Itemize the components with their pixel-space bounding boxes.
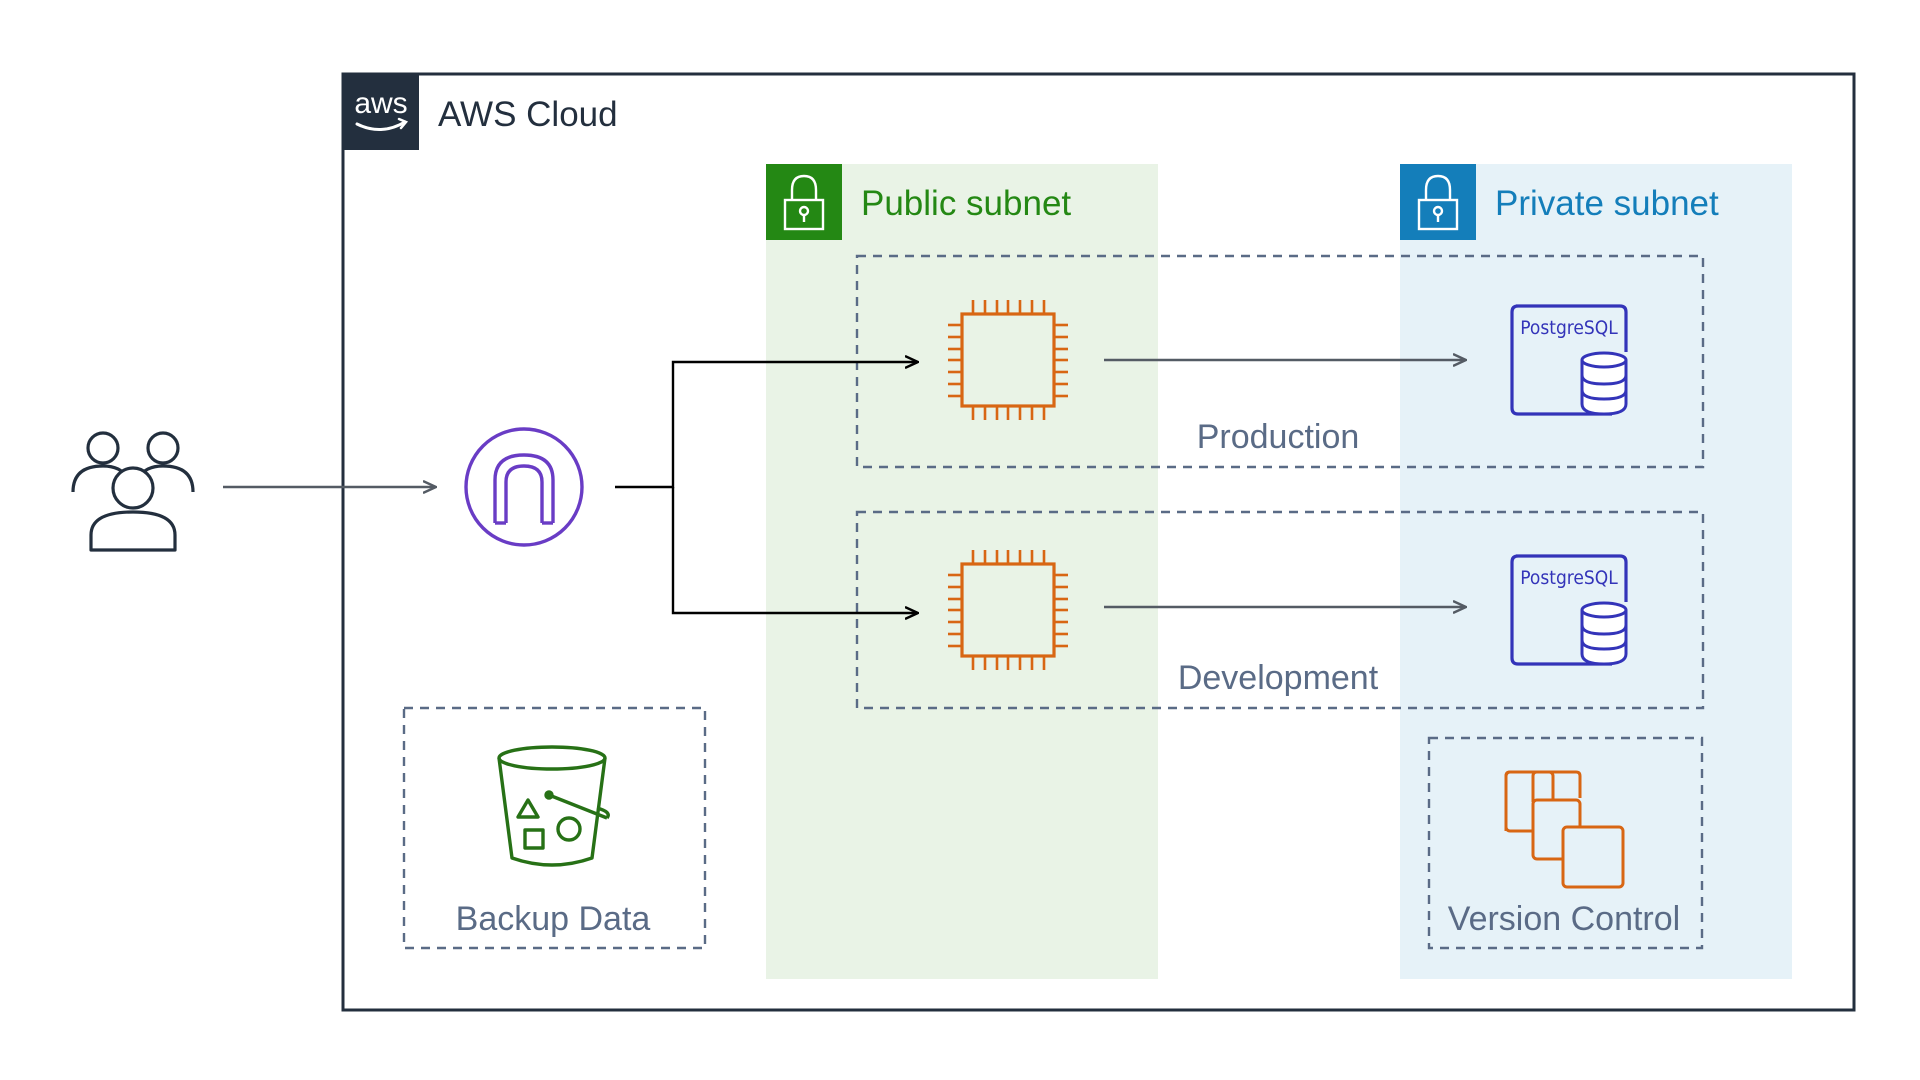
gateway-to-development-arrow: [671, 487, 917, 613]
connectors: [223, 360, 1465, 613]
version-control-label: Version Control: [1448, 900, 1680, 938]
lock-icon: [783, 174, 825, 231]
s3-bucket-icon: [497, 745, 610, 867]
users-icon: [71, 431, 195, 552]
gateway-to-production-arrow: [615, 362, 917, 489]
version-control-group: Version Control: [1427, 736, 1704, 950]
version-control-border: [1427, 736, 1704, 950]
lock-icon: [1417, 174, 1459, 231]
development-group-border: [855, 510, 1705, 710]
aws-logo-badge: [343, 74, 419, 150]
backup-data-border: [402, 706, 707, 950]
backup-data-group: Backup Data: [402, 706, 707, 950]
aws-logo-text: aws: [354, 87, 407, 120]
aws-cloud-border: [341, 72, 1856, 1012]
postgresql-database-icon: PostgreSQL: [1510, 554, 1628, 666]
version-control-icon: [1504, 770, 1625, 889]
production-group-label: Production: [1197, 418, 1360, 456]
backup-data-label: Backup Data: [456, 900, 651, 938]
private-subnet-label: Private subnet: [1495, 184, 1719, 223]
private-subnet: Private subnet: [1400, 164, 1792, 979]
development-group-label: Development: [1178, 659, 1379, 697]
development-group: Development: [855, 510, 1705, 710]
internet-gateway-icon: [464, 427, 584, 547]
ec2-instance-icon: [948, 550, 1068, 670]
aws-cloud-group: aws AWS Cloud: [341, 72, 1856, 1012]
public-subnet-label: Public subnet: [861, 184, 1071, 223]
development-db-label: PostgreSQL: [1520, 567, 1618, 589]
aws-cloud-title: AWS Cloud: [438, 95, 618, 134]
ec2-instance-icon: [948, 300, 1068, 420]
production-db-label: PostgreSQL: [1520, 317, 1618, 339]
aws-smile-icon: [355, 120, 407, 131]
postgresql-database-icon: PostgreSQL: [1510, 304, 1628, 416]
